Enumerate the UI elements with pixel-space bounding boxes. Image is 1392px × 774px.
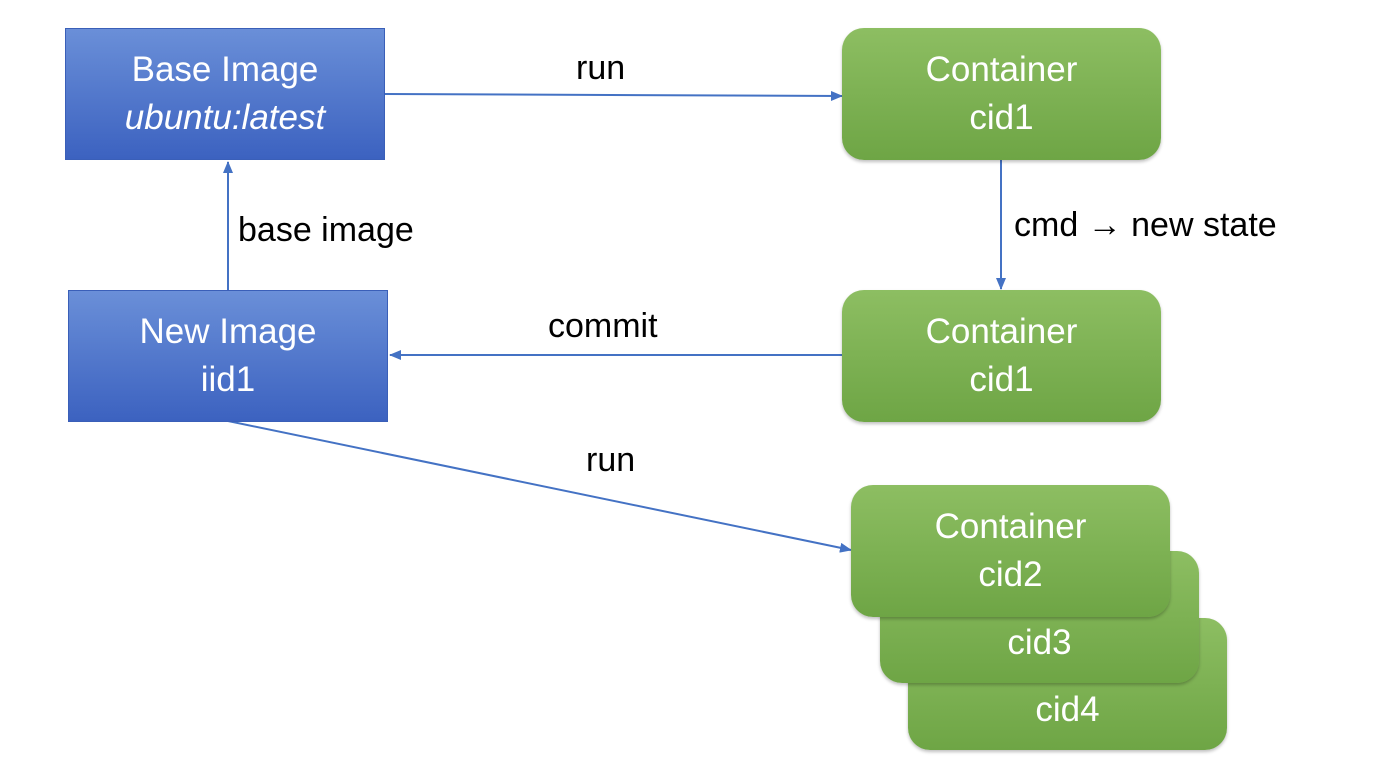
new-image-title: New Image [139, 312, 317, 351]
base-image-node: Base Image ubuntu:latest [65, 28, 385, 160]
container-cid2-title: Container [934, 507, 1087, 546]
cmd-label-left: cmd [1014, 206, 1079, 244]
container-state-title: Container [925, 312, 1078, 351]
new-image-id: iid1 [200, 360, 256, 399]
run-arrow-top [384, 90, 843, 101]
container-cid2-id: cid2 [978, 555, 1043, 594]
new-image-node: New Image iid1 [68, 290, 388, 422]
run-arrow-bottom [227, 420, 852, 553]
run-label-top: run [576, 49, 626, 87]
container-node-state: Container cid1 [842, 290, 1161, 422]
container-state-id: cid1 [969, 360, 1034, 399]
container-node-cid2: Container cid2 [851, 485, 1170, 617]
container-top-id: cid1 [969, 98, 1034, 137]
container-node-top: Container cid1 [842, 28, 1161, 160]
cmd-label: cmd → new state [1014, 205, 1277, 245]
right-arrow-icon: → [1087, 206, 1122, 244]
cmd-label-right: new state [1131, 206, 1277, 244]
container-cid3-id: cid3 [1007, 623, 1072, 662]
base-image-tag: ubuntu:latest [124, 98, 326, 137]
run-label-bottom: run [586, 441, 636, 479]
container-cid4-id: cid4 [1035, 690, 1100, 729]
commit-label: commit [548, 307, 658, 345]
base-image-title: Base Image [131, 50, 319, 89]
base-image-label: base image [238, 211, 414, 249]
container-top-title: Container [925, 50, 1078, 89]
